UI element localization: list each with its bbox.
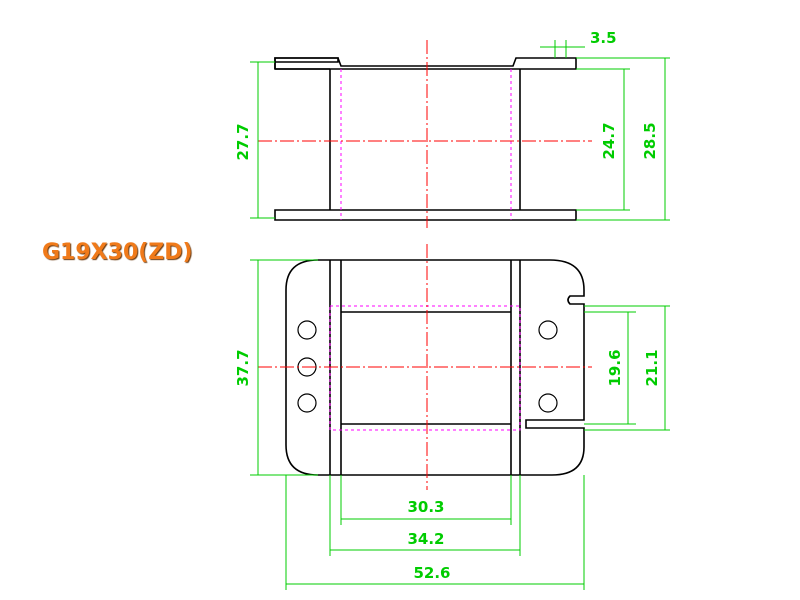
dim-side-height-left: 27.7 [234, 123, 252, 160]
dim-flange-thickness: 3.5 [590, 29, 617, 47]
dim-window-height-outer: 21.1 [643, 349, 661, 386]
top-view [258, 40, 592, 228]
bottom-view-dimensions: 37.7 19.6 21.1 30.3 34.2 52.6 [234, 259, 670, 590]
bottom-flange [274, 209, 577, 221]
dim-window-width-outer: 34.2 [407, 530, 444, 548]
pin-hole-left-3 [297, 393, 317, 413]
hidden-window [329, 305, 521, 431]
top-flange [274, 57, 339, 70]
part-title: G19X30(ZD) [42, 240, 193, 265]
body-outline [285, 259, 585, 476]
dim-window-height-inner: 19.6 [606, 349, 624, 386]
bottom-view [258, 244, 592, 490]
dim-outer-height-right: 28.5 [641, 122, 659, 159]
dim-overall-length: 52.6 [413, 564, 450, 582]
dim-overall-width-vertical: 37.7 [234, 349, 252, 386]
dim-window-width-inner: 30.3 [407, 498, 444, 516]
top-view-dimensions: 3.5 27.7 24.7 28.5 [234, 29, 670, 221]
dim-inner-height-right: 24.7 [600, 122, 618, 159]
pin-hole-right-1 [538, 320, 558, 340]
top-flange-full [274, 57, 577, 70]
pin-hole-left-1 [297, 320, 317, 340]
pin-hole-right-2 [538, 393, 558, 413]
